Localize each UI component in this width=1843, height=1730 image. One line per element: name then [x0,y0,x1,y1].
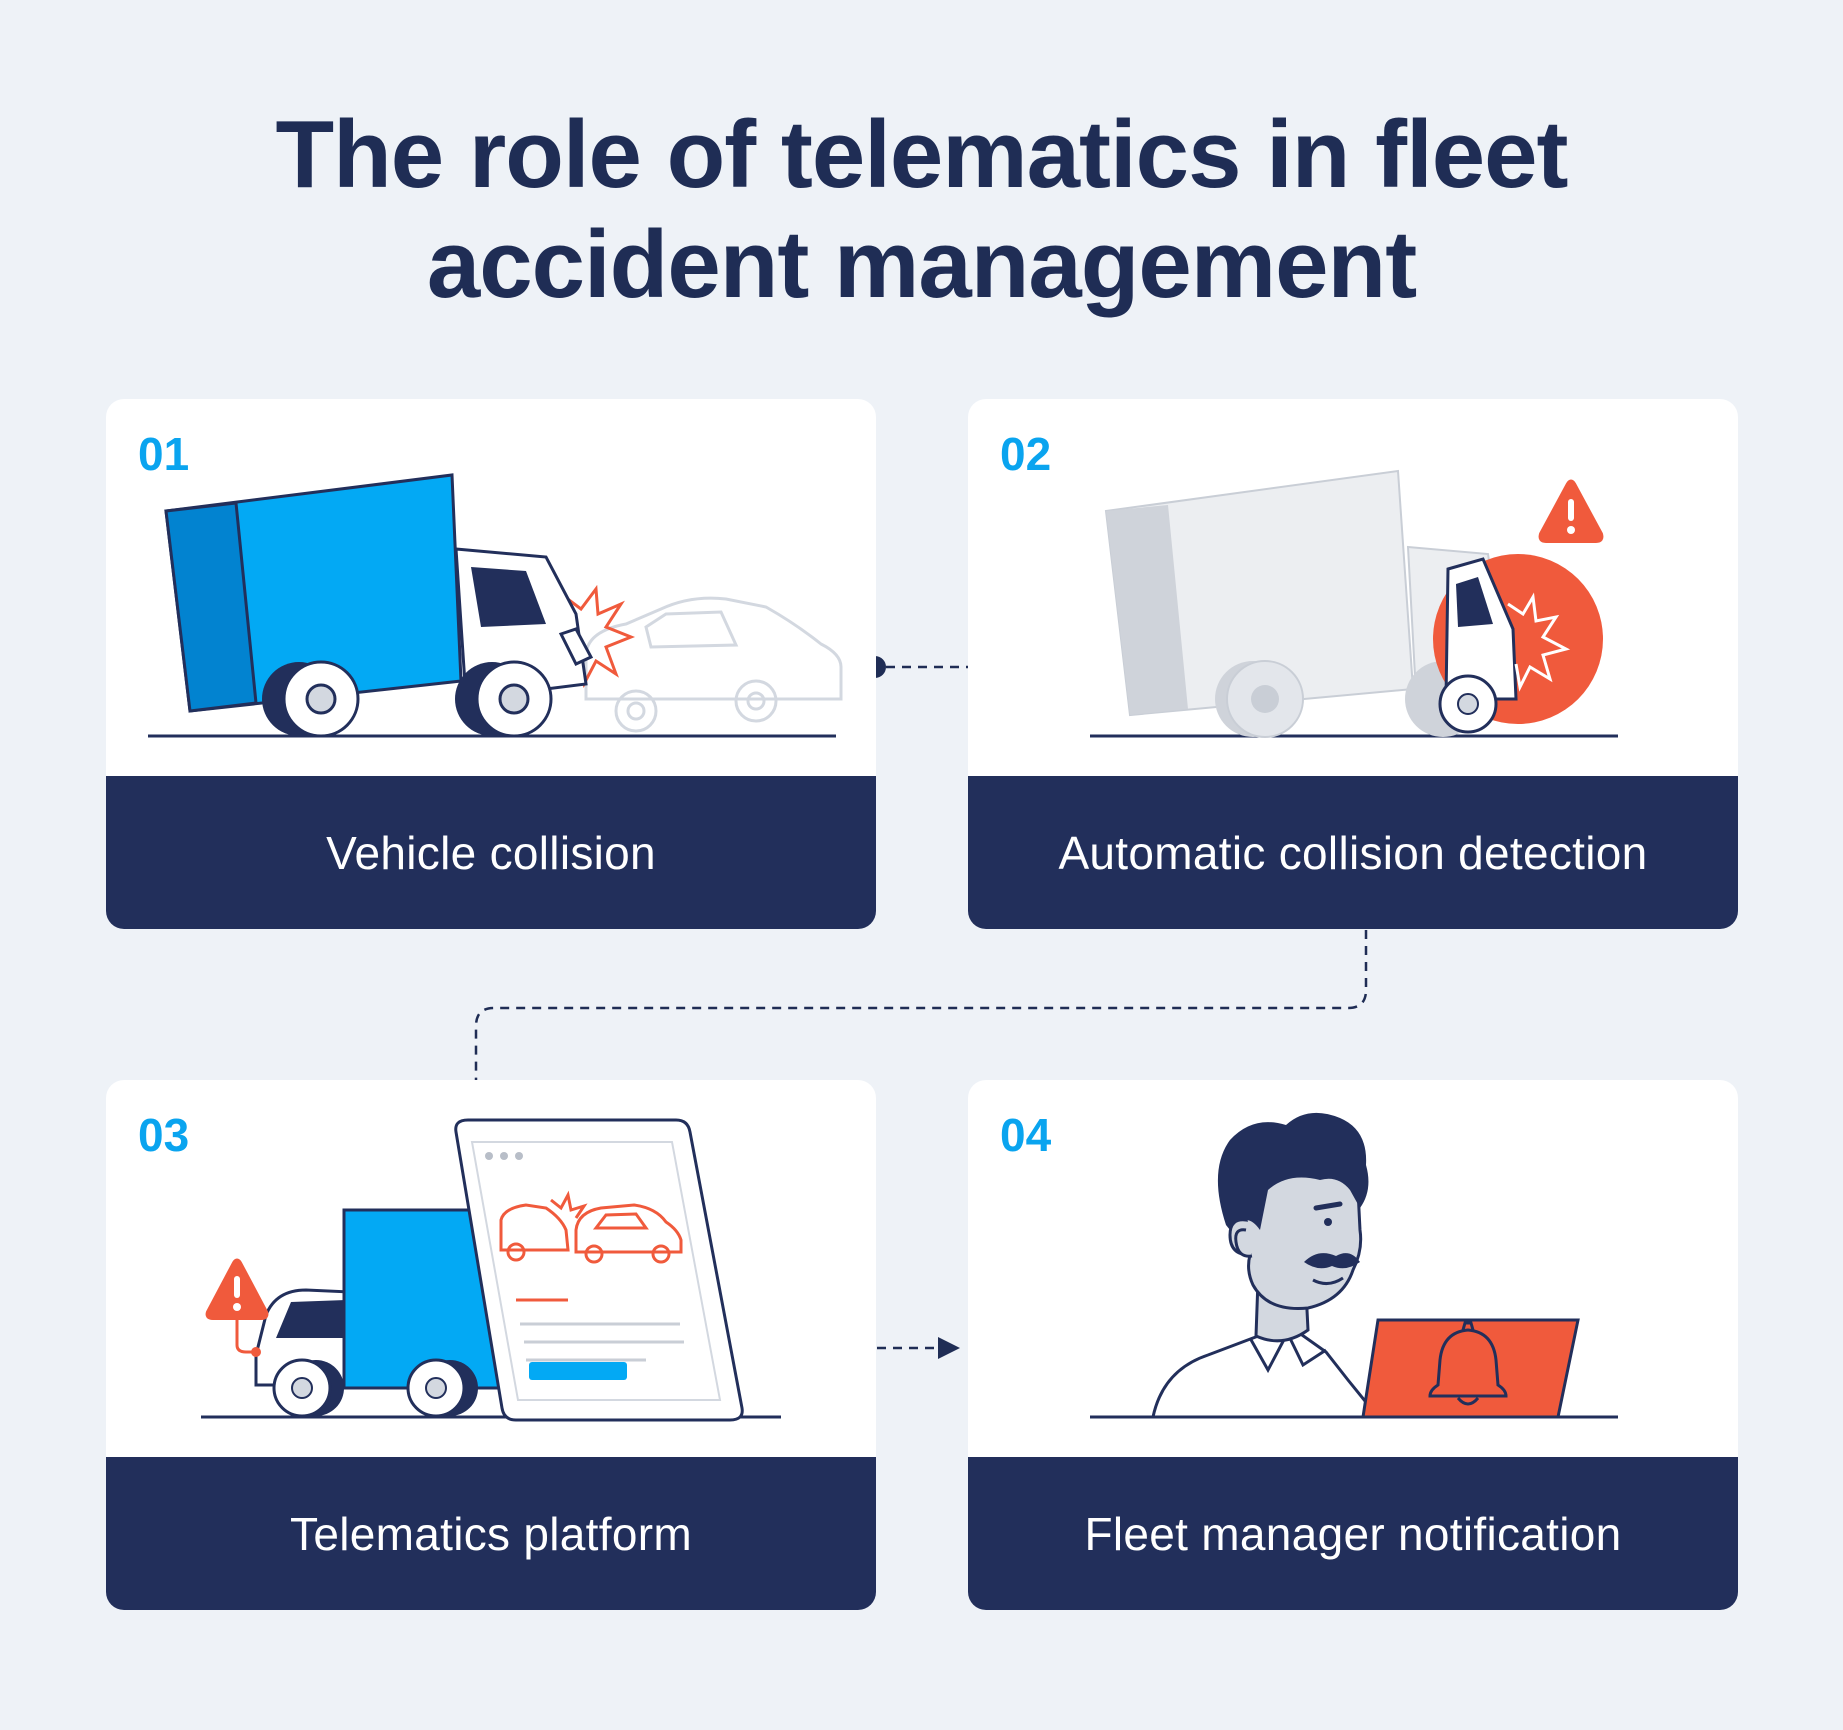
step-card-3: 03 Telematics platform [106,1080,876,1610]
truck-crash-icon [148,473,843,738]
step-number: 04 [1000,1109,1052,1161]
step-label-bar: Telematics platform [106,1457,876,1610]
step-number: 02 [1000,428,1052,480]
step-card-2: 02 Automatic collision detection [968,399,1738,929]
page-title: The role of telematics in fleet accident… [0,100,1843,320]
step-number: 01 [138,428,190,480]
step-label-bar: Automatic collision detection [968,776,1738,929]
step-label: Automatic collision detection [1058,826,1648,879]
step-number: 03 [138,1109,190,1161]
step-label-bar: Vehicle collision [106,776,876,929]
step-label-bar: Fleet manager notification [968,1457,1738,1610]
connector-2-3 [474,930,1368,1080]
title-line-1: The role of telematics in fleet [275,101,1569,208]
manager-bell-icon [1090,1112,1618,1419]
connector-arrowhead [938,1337,960,1359]
collision-alert-icon [1090,469,1618,738]
step-label: Vehicle collision [326,826,656,879]
title-line-2: accident management [426,211,1417,318]
step-label: Fleet manager notification [1084,1507,1622,1560]
tablet-alert-icon [201,1118,781,1422]
step-card-1: 01 Vehicle collision [106,399,876,929]
step-card-4: 04 Fleet manager notification [968,1080,1738,1610]
step-label: Telematics platform [290,1507,692,1560]
